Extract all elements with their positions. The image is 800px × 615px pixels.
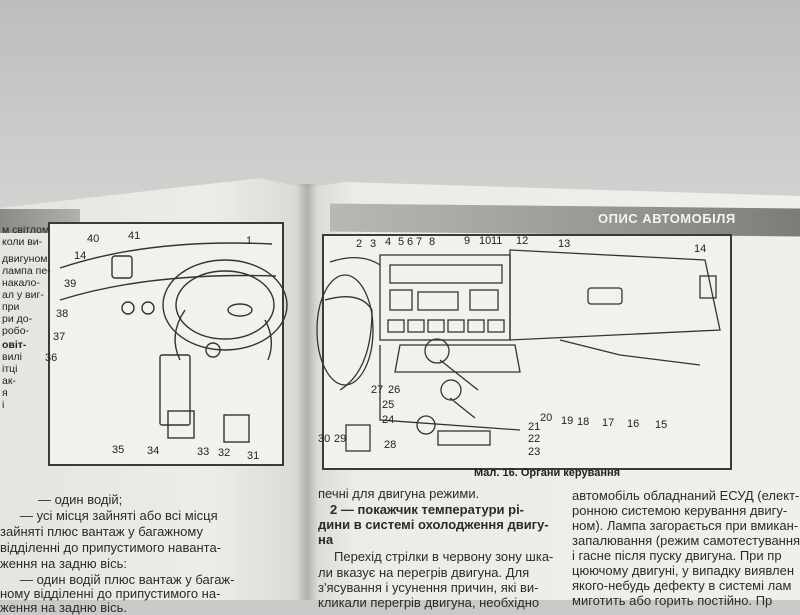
right-body-line: і гасне після пуску двигуна. При пр (572, 548, 782, 563)
right-fig-number: 7 (416, 236, 423, 248)
background-surface (0, 0, 800, 210)
right-fig-number: 28 (384, 439, 397, 451)
right-body-line: ронною системою керування двигу- (572, 503, 788, 518)
right-fig-number: 16 (627, 418, 640, 430)
left-fig-number: 40 (87, 233, 100, 245)
right-fig-number: 12 (516, 235, 529, 247)
left-margin-text: робо- (2, 325, 30, 337)
left-margin-text: лампа пе- (2, 265, 51, 277)
left-fig-number: 38 (56, 308, 69, 320)
right-fig-number: 6 (407, 236, 414, 248)
right-body-line: автомобіль обладнаний ЕСУД (елект- (572, 488, 800, 503)
left-fig-number: 35 (112, 444, 125, 456)
right-fig-number: 11 (491, 235, 503, 247)
right-fig-number: 22 (528, 433, 541, 445)
right-body-line: миготить або горить постійно. Пр (572, 593, 773, 608)
left-fig-number: 31 (247, 450, 260, 462)
left-fig-number: 33 (197, 446, 210, 458)
right-header-title: ОПИС АВТОМОБІЛЯ (598, 211, 736, 226)
right-fig-number: 5 (398, 236, 405, 248)
mid-heading: на (318, 532, 334, 547)
left-fig-number: 34 (147, 445, 160, 457)
right-body-line: ном). Лампа загорається при вмикан- (572, 518, 799, 533)
right-figure-drawing (316, 249, 721, 452)
mid-heading: 2 — покажчик температури рі- (330, 502, 525, 517)
right-fig-number: 20 (540, 412, 553, 424)
left-body-line: ному відділенні до припустимого на- (0, 586, 221, 601)
right-fig-number: 30 (318, 433, 331, 445)
left-margin-text: овіт- (2, 339, 27, 351)
right-fig-number: 21 (528, 421, 541, 433)
left-margin-text: накало- (2, 277, 40, 289)
left-body-line: ження на задню вісь. (0, 600, 127, 615)
right-fig-number: 3 (370, 238, 377, 250)
left-body-line: — один водій; (38, 492, 123, 507)
right-fig-number: 24 (382, 414, 395, 426)
right-fig-number: 18 (577, 416, 590, 428)
mid-body-line: кликали перегрів двигуна, необхідно (318, 595, 540, 610)
left-margin-text: коли ви- (2, 236, 43, 248)
mid-body-line: Перехід стрілки в червону зону шка- (334, 549, 554, 564)
right-body-line: цюючому двигуні, у випадку виявлен (572, 563, 795, 578)
left-body-line: — один водій плюс вантаж у багаж- (20, 572, 235, 587)
figure-caption: Мал. 16. Органи керування (474, 467, 621, 479)
right-fig-number: 10 (479, 235, 492, 247)
left-margin-text: я (2, 387, 8, 399)
left-body-line: зайняті плюс вантаж у багажному (0, 524, 203, 539)
right-fig-number: 9 (464, 235, 471, 247)
left-margin-text: і (2, 399, 5, 411)
left-margin-text: двигуном (2, 253, 48, 265)
left-margin-text: вилі (2, 351, 22, 363)
right-fig-number: 27 (371, 384, 384, 396)
right-fig-number: 14 (694, 243, 707, 255)
right-fig-number: 4 (385, 236, 392, 248)
right-fig-number: 19 (561, 415, 574, 427)
mid-body-line: печні для двигуна режими. (318, 486, 480, 501)
right-fig-number: 26 (388, 384, 401, 396)
right-fig-number: 25 (382, 399, 395, 411)
book-gutter (296, 184, 318, 600)
left-body-line: — усі місця зайняті або всі місця (20, 508, 218, 523)
left-figure-drawing (59, 242, 288, 443)
right-fig-number: 15 (655, 419, 668, 431)
right-fig-number: 29 (334, 433, 347, 445)
left-margin-text: ри до- (2, 313, 33, 325)
right-fig-number: 2 (356, 238, 363, 250)
left-margin-text: м світлом (2, 224, 50, 236)
left-margin-text: при (2, 301, 20, 313)
left-fig-number: 1 (246, 235, 253, 247)
left-fig-number: 39 (64, 278, 77, 290)
right-body-line: запалювання (режим самотестування (572, 533, 800, 548)
left-margin-text: ак- (2, 375, 16, 387)
left-fig-number: 32 (218, 447, 231, 459)
left-fig-number: 37 (53, 331, 66, 343)
left-margin-text: ітці (2, 363, 18, 375)
right-body-line: якого-небудь дефекту в системі лам (572, 578, 792, 593)
right-fig-number: 13 (558, 238, 571, 250)
left-fig-number: 41 (128, 230, 141, 242)
left-body-line: відділенні до припустимого наванта- (0, 540, 222, 555)
left-fig-number: 14 (74, 250, 87, 262)
right-fig-number: 8 (429, 236, 436, 248)
mid-heading: дини в системі охолодження двигу- (318, 517, 549, 532)
left-body-line: ження на задню вісь: (0, 556, 127, 571)
left-fig-number: 36 (45, 352, 58, 364)
mid-body-line: ли вказує на перегрів двигуна. Для (318, 565, 530, 580)
left-margin-text: ал у виг- (2, 289, 44, 301)
mid-body-line: з'ясування і усунення причин, які ви- (318, 580, 539, 595)
right-fig-number: 23 (528, 446, 541, 458)
right-fig-number: 17 (602, 417, 615, 429)
